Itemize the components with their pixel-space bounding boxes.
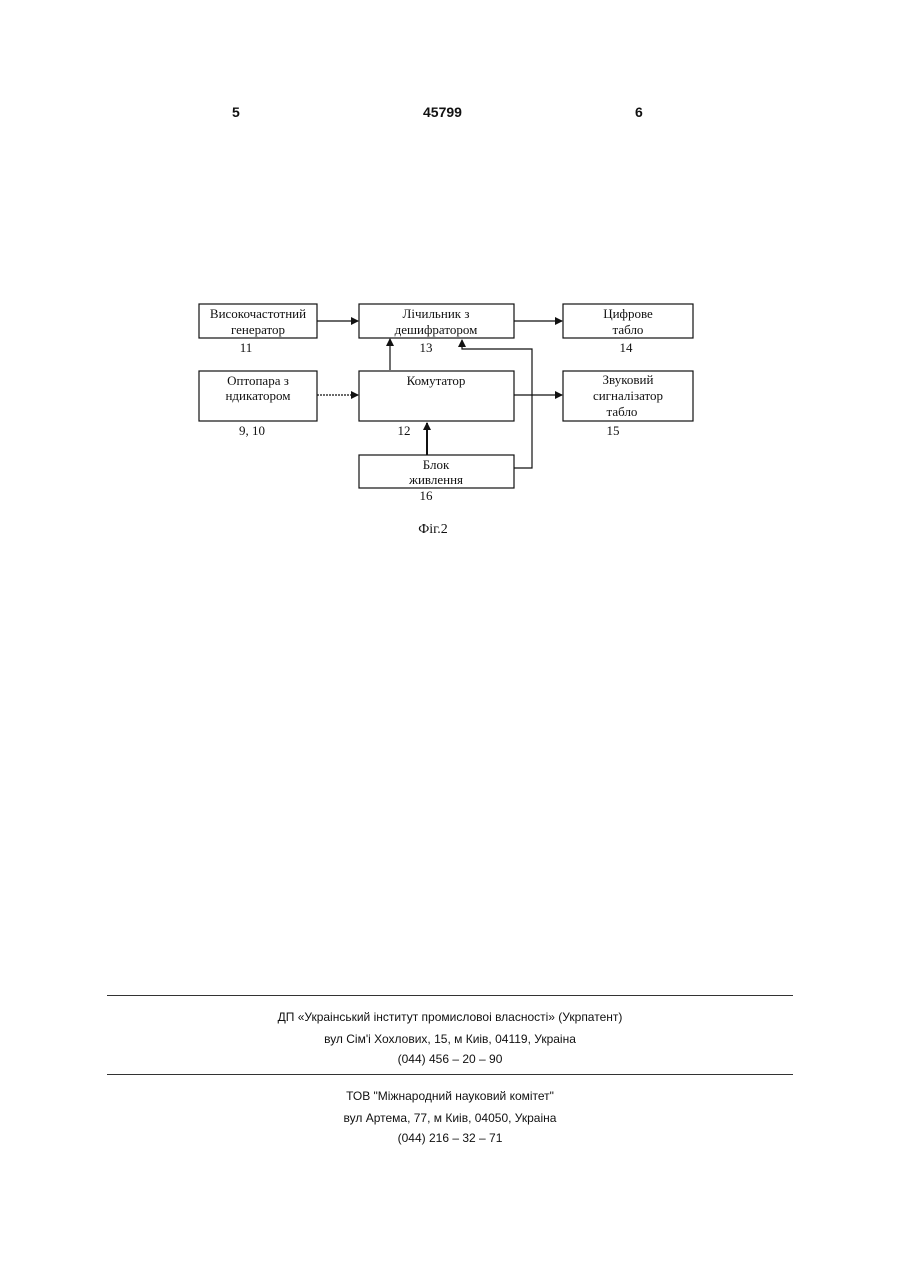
block-sound: Звуковий сигналізатор табло <box>563 371 693 421</box>
block-commutator-line-1: Комутатор <box>407 373 466 388</box>
footer-org1-phone: (044) 456 – 20 – 90 <box>0 1052 900 1066</box>
footer-org2-phone: (044) 216 – 32 – 71 <box>0 1131 900 1145</box>
block-display-number: 14 <box>620 340 634 355</box>
block-optocoupler-line-1: Оптопара з <box>227 373 289 388</box>
block-diagram: Високочастотний генератор 11 Лічильник з… <box>0 0 900 560</box>
block-optocoupler-number: 9, 10 <box>239 423 265 438</box>
block-commutator-number: 12 <box>398 423 411 438</box>
block-counter-line-2: дешифратором <box>395 322 478 337</box>
block-counter-line-1: Лічильник з <box>403 306 470 321</box>
block-optocoupler-line-2: ндикатором <box>225 388 290 403</box>
block-power-line-1: Блок <box>423 457 450 472</box>
block-power-line-2: живлення <box>408 472 463 487</box>
block-power-number: 16 <box>420 488 434 503</box>
block-counter-number: 13 <box>420 340 433 355</box>
block-power: Блок живлення <box>359 455 514 488</box>
block-sound-line-3: табло <box>607 404 638 419</box>
block-counter: Лічильник з дешифратором <box>359 304 514 338</box>
block-generator-number: 11 <box>240 340 253 355</box>
footer-org1-address: вул Сім'і Хохлових, 15, м Киів, 04119, У… <box>0 1032 900 1046</box>
block-optocoupler: Оптопара з ндикатором <box>199 371 317 421</box>
arrow-power-to-counter <box>462 340 532 468</box>
block-sound-number: 15 <box>607 423 620 438</box>
block-display-line-1: Цифрове <box>603 306 653 321</box>
footer-org1-name: ДП «Украінський інститут промисловоі вла… <box>0 1010 900 1024</box>
connectors <box>317 321 562 468</box>
block-generator: Високочастотний генератор <box>199 304 317 338</box>
block-display-line-2: табло <box>613 322 644 337</box>
footer-divider-bottom <box>107 1074 793 1075</box>
block-commutator: Комутатор <box>359 371 514 421</box>
block-sound-line-1: Звуковий <box>603 372 654 387</box>
figure-caption: Фіг.2 <box>418 522 448 537</box>
footer-divider-top <box>107 995 793 996</box>
block-sound-line-2: сигналізатор <box>593 388 663 403</box>
footer-org2-name: ТОВ "Міжнародний науковий комітет" <box>0 1089 900 1103</box>
footer-org2-address: вул Артема, 77, м Киів, 04050, Украіна <box>0 1111 900 1125</box>
block-generator-line-2: генератор <box>231 322 285 337</box>
block-generator-line-1: Високочастотний <box>210 306 306 321</box>
block-display: Цифрове табло <box>563 304 693 338</box>
